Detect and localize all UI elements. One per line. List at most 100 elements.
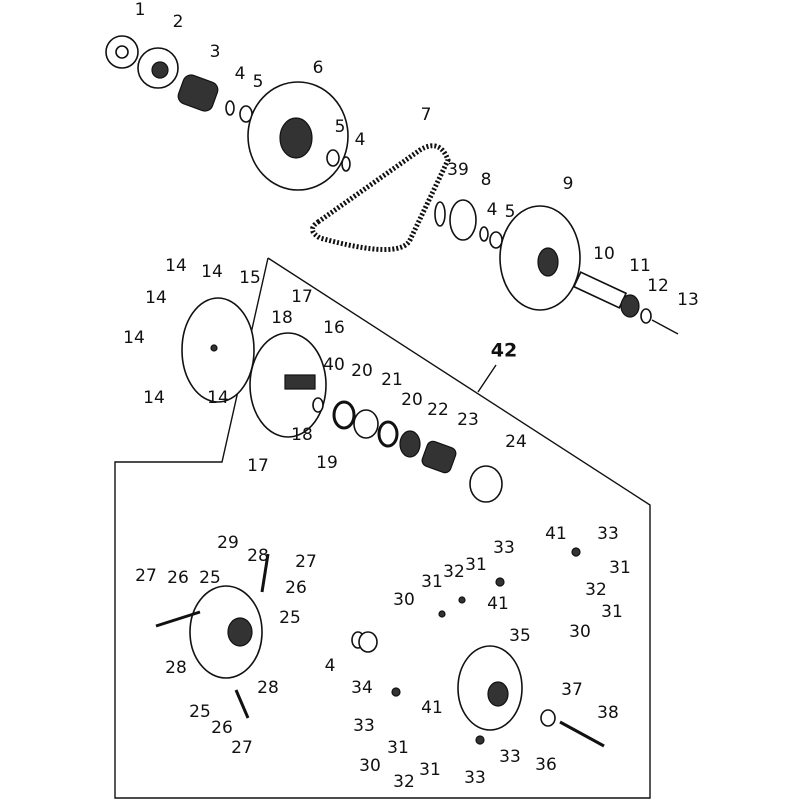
callout-label: 36 bbox=[535, 755, 557, 775]
callout-label: 30 bbox=[359, 756, 381, 776]
callout-label: 31 bbox=[601, 602, 623, 622]
callout-label: 8 bbox=[481, 170, 492, 190]
callout-label: 18 bbox=[271, 308, 293, 328]
callout-label: 4 bbox=[487, 200, 498, 220]
callout-label: 14 bbox=[145, 288, 167, 308]
callout-label: 17 bbox=[247, 456, 269, 476]
assembly-boundary bbox=[114, 257, 651, 799]
callout-label: 7 bbox=[421, 105, 432, 125]
part-spring bbox=[421, 440, 457, 474]
part-moveable-sheave bbox=[249, 332, 327, 438]
callout-label: 33 bbox=[464, 768, 486, 788]
part-nut bbox=[495, 577, 505, 587]
part-bushing bbox=[353, 409, 379, 439]
callout-label: 28 bbox=[247, 546, 269, 566]
callout-label: 32 bbox=[393, 772, 415, 792]
part-clip bbox=[225, 100, 235, 116]
part-seal bbox=[332, 400, 356, 430]
callout-label: 12 bbox=[647, 276, 669, 296]
callout-label: 24 bbox=[505, 432, 527, 452]
callout-label: 27 bbox=[231, 738, 253, 758]
callout-label: 33 bbox=[493, 538, 515, 558]
part-fan-sheave bbox=[499, 205, 581, 311]
callout-label: 25 bbox=[199, 568, 221, 588]
part-clip bbox=[341, 156, 351, 172]
callout-label: 25 bbox=[279, 608, 301, 628]
part-roller bbox=[438, 610, 446, 618]
callout-label: 19 bbox=[316, 453, 338, 473]
callout-label: 33 bbox=[597, 524, 619, 544]
callout-label: 4 bbox=[235, 64, 246, 84]
callout-label: 2 bbox=[173, 12, 184, 32]
callout-label: 21 bbox=[381, 370, 403, 390]
callout-label: 26 bbox=[211, 718, 233, 738]
callout-label: 14 bbox=[165, 256, 187, 276]
part-spring bbox=[177, 74, 219, 112]
callout-label: 11 bbox=[629, 256, 651, 276]
part-seal bbox=[377, 420, 399, 448]
callout-label: 31 bbox=[421, 572, 443, 592]
part-belt bbox=[310, 143, 451, 253]
callout-label: 5 bbox=[253, 72, 264, 92]
callout-label: 17 bbox=[291, 287, 313, 307]
callout-label: 20 bbox=[401, 390, 423, 410]
callout-label: 38 bbox=[597, 703, 619, 723]
callout-label: 9 bbox=[563, 174, 574, 194]
callout-label: 26 bbox=[167, 568, 189, 588]
part-cap bbox=[469, 465, 503, 503]
callout-label: 16 bbox=[323, 318, 345, 338]
callout-label: 41 bbox=[421, 698, 443, 718]
callout-label: 31 bbox=[465, 555, 487, 575]
callout-label: 5 bbox=[505, 202, 516, 222]
callout-label: 28 bbox=[257, 678, 279, 698]
part-clip bbox=[479, 226, 489, 242]
callout-label: 29 bbox=[217, 533, 239, 553]
callout-label: 4 bbox=[355, 130, 366, 150]
callout-label: 1 bbox=[135, 0, 146, 20]
callout-label: 14 bbox=[143, 388, 165, 408]
part-washer bbox=[326, 149, 340, 167]
callout-label: 31 bbox=[419, 760, 441, 780]
callout-label: 20 bbox=[351, 361, 373, 381]
callout-label: 27 bbox=[135, 566, 157, 586]
part-nut bbox=[475, 735, 485, 745]
part-pin bbox=[155, 610, 201, 628]
part-roller-housing bbox=[189, 585, 263, 679]
callout-label: 32 bbox=[443, 562, 465, 582]
assembly-label: 42 bbox=[491, 340, 517, 362]
part-housing bbox=[457, 645, 523, 731]
part-washer bbox=[640, 308, 652, 324]
callout-label: 5 bbox=[335, 117, 346, 137]
callout-label: 14 bbox=[207, 388, 229, 408]
callout-label: 30 bbox=[393, 590, 415, 610]
callout-label: 33 bbox=[499, 747, 521, 767]
part-pin bbox=[234, 689, 250, 719]
part-sheave bbox=[247, 81, 349, 191]
callout-label: 6 bbox=[313, 58, 324, 78]
callout-label: 18 bbox=[291, 425, 313, 445]
part-washer bbox=[540, 709, 556, 727]
part-nut bbox=[391, 687, 401, 697]
part-sprocket bbox=[105, 35, 139, 69]
assembly-leader bbox=[477, 364, 497, 393]
callout-label: 10 bbox=[593, 244, 615, 264]
callout-label: 41 bbox=[545, 524, 567, 544]
callout-label: 31 bbox=[609, 558, 631, 578]
callout-label: 14 bbox=[123, 328, 145, 348]
part-ring bbox=[312, 397, 324, 413]
part-washer bbox=[489, 231, 503, 249]
part-bearing bbox=[449, 199, 477, 241]
callout-label: 41 bbox=[487, 594, 509, 614]
callout-label: 32 bbox=[585, 580, 607, 600]
part-bushing bbox=[358, 631, 378, 653]
part-pin bbox=[260, 553, 270, 593]
callout-label: 37 bbox=[561, 680, 583, 700]
callout-label: 31 bbox=[387, 738, 409, 758]
callout-label: 35 bbox=[509, 626, 531, 646]
callout-label: 22 bbox=[427, 400, 449, 420]
callout-label: 23 bbox=[457, 410, 479, 430]
part-bearing bbox=[620, 294, 640, 318]
part-spider bbox=[137, 47, 179, 89]
